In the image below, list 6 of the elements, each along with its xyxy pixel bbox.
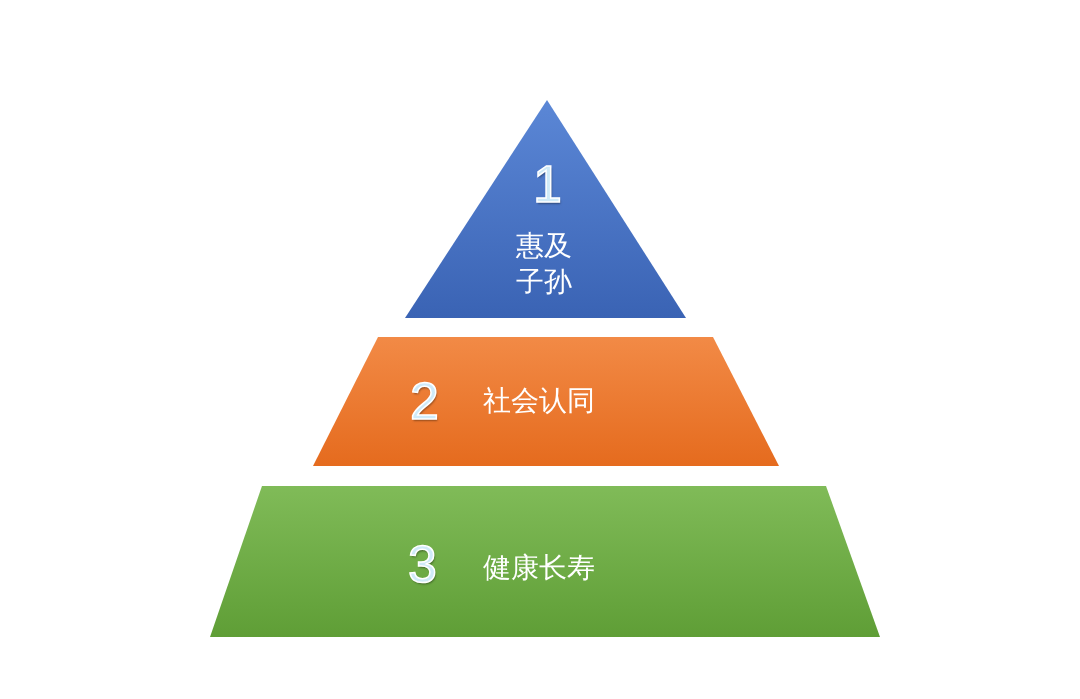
level-label: 惠及子孙: [516, 228, 573, 300]
level-label: 社会认同: [483, 383, 596, 419]
level-number: 2: [410, 375, 439, 427]
level-label: 健康长寿: [483, 550, 596, 586]
level-number: 3: [408, 538, 437, 590]
level-number: 1: [533, 158, 562, 210]
